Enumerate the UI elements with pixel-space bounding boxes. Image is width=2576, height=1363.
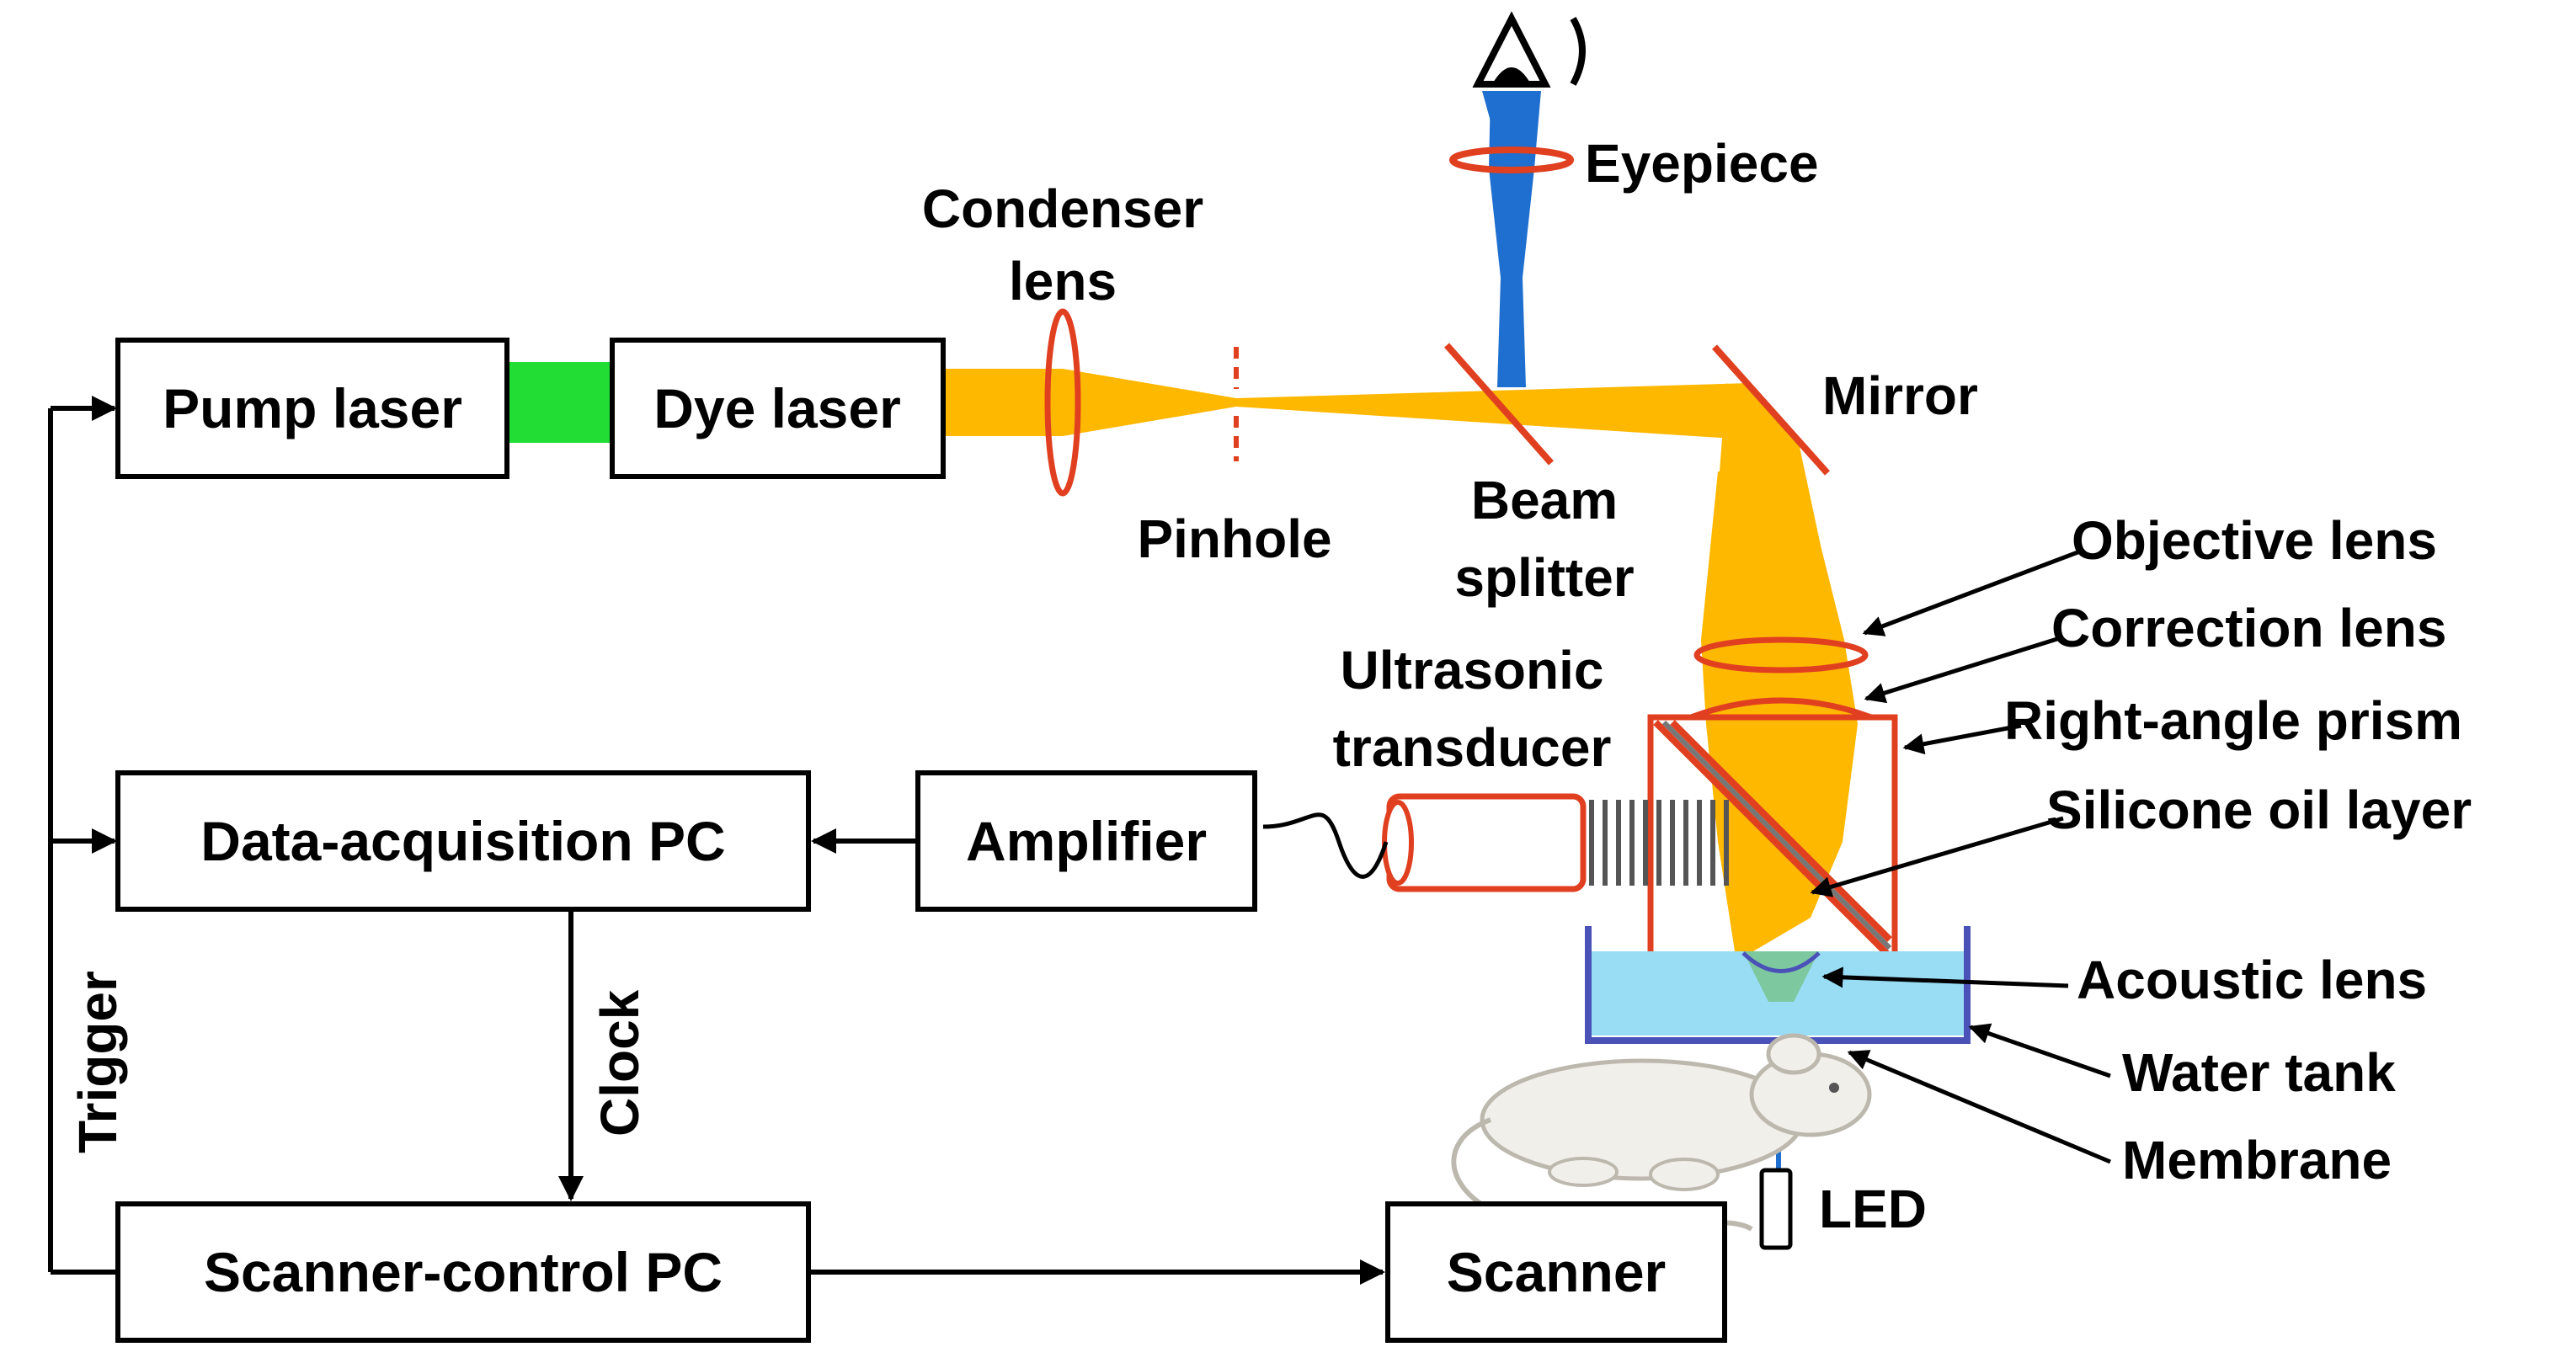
eye-lash-icon: [1570, 16, 1586, 86]
silicone-oil-layer-pointer: [1810, 816, 2064, 897]
mirror-label: Mirror: [1822, 365, 1978, 426]
correction-lens-pointer: [1864, 636, 2061, 704]
transducer-cable: [1262, 812, 1389, 879]
daq-pc-box: Data-acquisition PC: [115, 770, 811, 912]
correction-lens: [1689, 697, 1873, 721]
led-label: LED: [1819, 1179, 1927, 1239]
objective-lens-label: Objective lens: [2072, 510, 2437, 571]
eyepiece-label: Eyepiece: [1585, 133, 1819, 194]
mouse-icon: [1451, 1033, 1872, 1233]
scanner-pc-box: Scanner-control PC: [115, 1201, 811, 1343]
clock-label: Clock: [589, 989, 650, 1137]
acoustic-lens-label: Acoustic lens: [2077, 950, 2427, 1010]
pump-laser-label: Pump laser: [163, 377, 462, 439]
acoustic-lens-pointer: [1821, 966, 2069, 988]
acoustic-focus: [1743, 951, 1819, 1002]
trigger-label: Trigger: [67, 971, 128, 1153]
acoustic-wavefronts: [1589, 800, 1729, 886]
scanner-pc-label: Scanner-control PC: [204, 1241, 723, 1303]
objective-lens-pointer: [1862, 549, 2081, 636]
correction-lens-label: Correction lens: [2051, 598, 2446, 658]
acoustic-lens-shape: [1741, 951, 1821, 973]
silicone-oil-layer-b: [1670, 720, 1892, 942]
mirror: [1712, 344, 1830, 476]
ultrasonic-transducer-end: [1382, 800, 1414, 886]
water-tank-pointer: [1968, 1023, 2111, 1078]
focusing-beam: [1063, 369, 1236, 436]
beam-splitter-label-line1: Beam: [1471, 470, 1618, 530]
amplifier-box: Amplifier: [915, 770, 1257, 912]
right-angle-prism-label: Right-angle prism: [2004, 690, 2462, 751]
diverging-beam: [1236, 383, 1799, 443]
beam-splitter-label-line2: splitter: [1454, 547, 1634, 608]
dye-laser-beam: [943, 369, 1063, 436]
beam-splitter: [1444, 343, 1554, 466]
led-icon: [1759, 1168, 1793, 1250]
scanner-box: Scanner: [1385, 1201, 1727, 1343]
condenser-lens: [1044, 308, 1081, 497]
eyepiece-lens: [1449, 146, 1574, 173]
ultrasonic-transducer-body: [1386, 793, 1587, 892]
pump-beam: [505, 362, 615, 443]
membrane-label: Membrane: [2122, 1130, 2392, 1190]
silicone-oil-layer-gray: [1661, 720, 1892, 950]
right-angle-prism-pointer: [1902, 723, 2022, 755]
pinhole-label: Pinhole: [1137, 508, 1331, 569]
transducer-label-line1: Ultrasonic: [1341, 640, 1604, 700]
objective-lens: [1693, 636, 1869, 674]
daq-pc-label: Data-acquisition PC: [200, 810, 725, 872]
water-tank-label: Water tank: [2122, 1042, 2396, 1103]
dye-laser-label: Dye laser: [653, 377, 901, 439]
membrane-pointer: [1847, 1050, 2111, 1164]
condenser-label-line1: Condenser: [922, 178, 1203, 239]
eyepiece-beam-cone: [1489, 91, 1541, 387]
transducer-label-line2: transducer: [1333, 717, 1612, 778]
amplifier-label: Amplifier: [966, 810, 1207, 872]
dye-laser-box: Dye laser: [610, 338, 946, 479]
eye-pupil-icon: [1492, 67, 1531, 84]
silicone-oil-layer-a: [1653, 720, 1892, 959]
pump-laser-box: Pump laser: [115, 338, 509, 479]
scanner-label: Scanner: [1447, 1241, 1666, 1303]
silicone-oil-layer-label: Silicone oil layer: [2046, 780, 2472, 840]
condenser-label-line2: lens: [1009, 251, 1117, 311]
expanded-beam: [1701, 471, 1858, 951]
